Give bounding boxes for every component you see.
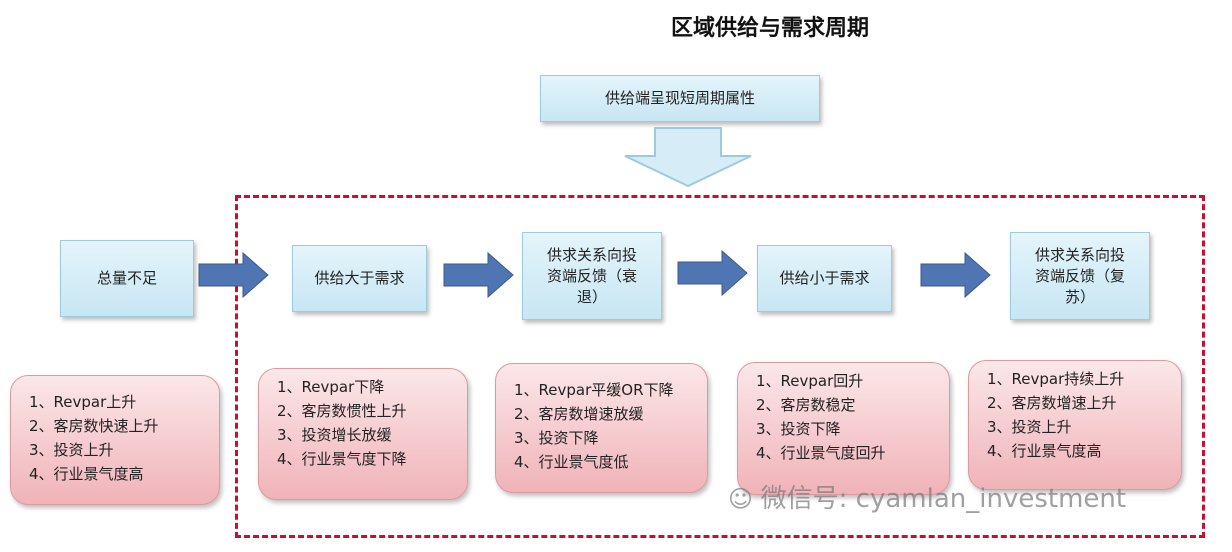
top-box: 供给端呈现短周期属性 [540, 75, 820, 122]
right-arrow-icon [443, 252, 514, 298]
right-arrow-icon [920, 252, 991, 298]
stage-box-5: 供求关系向投资端反馈（复苏） [1010, 232, 1150, 320]
detail-item: 4、行业景气度高 [987, 442, 1102, 460]
watermark: ☺ 微信号: cyamlan_investment [728, 478, 1126, 515]
detail-item: 1、Revpar下降 [277, 378, 385, 396]
detail-item: 3、投资下降 [514, 429, 599, 447]
diagram-title: 区域供给与需求周期 [670, 16, 869, 41]
right-arrow-icon [198, 252, 269, 298]
stage-detail-5: 1、Revpar持续上升 2、客房数增速上升 3、投资上升 4、行业景气度高 [968, 360, 1182, 490]
detail-item: 2、客房数快速上升 [29, 417, 159, 435]
detail-item: 1、Revpar回升 [756, 372, 864, 390]
stage-box-3: 供求关系向投资端反馈（衰退） [522, 232, 662, 320]
detail-item: 4、行业景气度高 [29, 465, 144, 483]
detail-item: 3、投资上升 [987, 418, 1072, 436]
detail-item: 1、Revpar平缓OR下降 [514, 381, 674, 399]
detail-item: 1、Revpar上升 [29, 393, 137, 411]
stage-box-4: 供给小于需求 [757, 245, 892, 312]
cycle-region [235, 195, 1205, 538]
detail-item: 3、投资下降 [756, 420, 841, 438]
stage-box-1: 总量不足 [60, 240, 194, 317]
watermark-text: 微信号: cyamlan_investment [760, 484, 1127, 514]
stage-detail-4: 1、Revpar回升 2、客房数稳定 3、投资下降 4、行业景气度回升 [737, 362, 950, 495]
detail-item: 4、行业景气度下降 [277, 450, 407, 468]
detail-item: 2、客房数惯性上升 [277, 402, 407, 420]
detail-item: 4、行业景气度回升 [756, 444, 886, 462]
detail-item: 2、客房数增速上升 [987, 394, 1117, 412]
detail-item: 1、Revpar持续上升 [987, 370, 1125, 388]
stage-detail-3: 1、Revpar平缓OR下降 2、客房数增速放缓 3、投资下降 4、行业景气度低 [495, 363, 708, 493]
detail-item: 2、客房数稳定 [756, 396, 856, 414]
right-arrow-icon [677, 250, 748, 296]
detail-item: 3、投资上升 [29, 441, 114, 459]
stage-detail-1: 1、Revpar上升 2、客房数快速上升 3、投资上升 4、行业景气度高 [10, 375, 220, 505]
detail-item: 2、客房数增速放缓 [514, 405, 644, 423]
wechat-icon: ☺ [728, 485, 761, 513]
down-arrow-icon [624, 127, 752, 188]
detail-item: 3、投资增长放缓 [277, 426, 392, 444]
detail-item: 4、行业景气度低 [514, 453, 629, 471]
stage-detail-2: 1、Revpar下降 2、客房数惯性上升 3、投资增长放缓 4、行业景气度下降 [258, 368, 468, 500]
stage-box-2: 供给大于需求 [292, 245, 427, 312]
